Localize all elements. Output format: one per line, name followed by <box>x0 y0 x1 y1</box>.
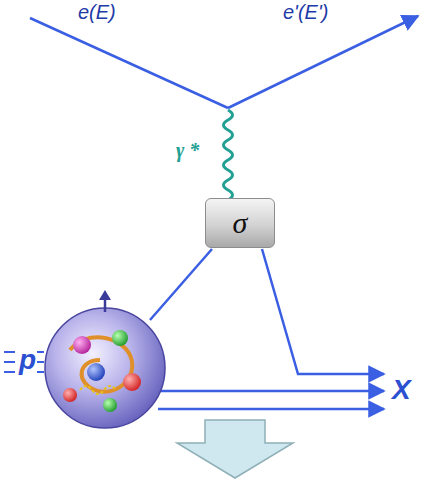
particle-label: X <box>392 376 411 404</box>
particle-label: e'(E') <box>283 2 328 22</box>
process-box: σ <box>205 198 275 248</box>
photon-label: γ * <box>176 140 199 160</box>
box-symbol: σ <box>233 208 248 238</box>
proton-picture <box>45 290 165 428</box>
outgoing-quark-line <box>262 249 384 374</box>
particle-label: e(E) <box>78 2 116 22</box>
outgoing-electron <box>228 16 418 108</box>
down-arrow <box>177 420 293 478</box>
photon-wave <box>224 110 233 207</box>
incoming-electron <box>30 18 228 108</box>
struck-quark-line <box>150 249 212 320</box>
remnant-line <box>158 408 384 411</box>
remnant-line <box>160 390 384 393</box>
particle-label: p <box>19 346 36 374</box>
